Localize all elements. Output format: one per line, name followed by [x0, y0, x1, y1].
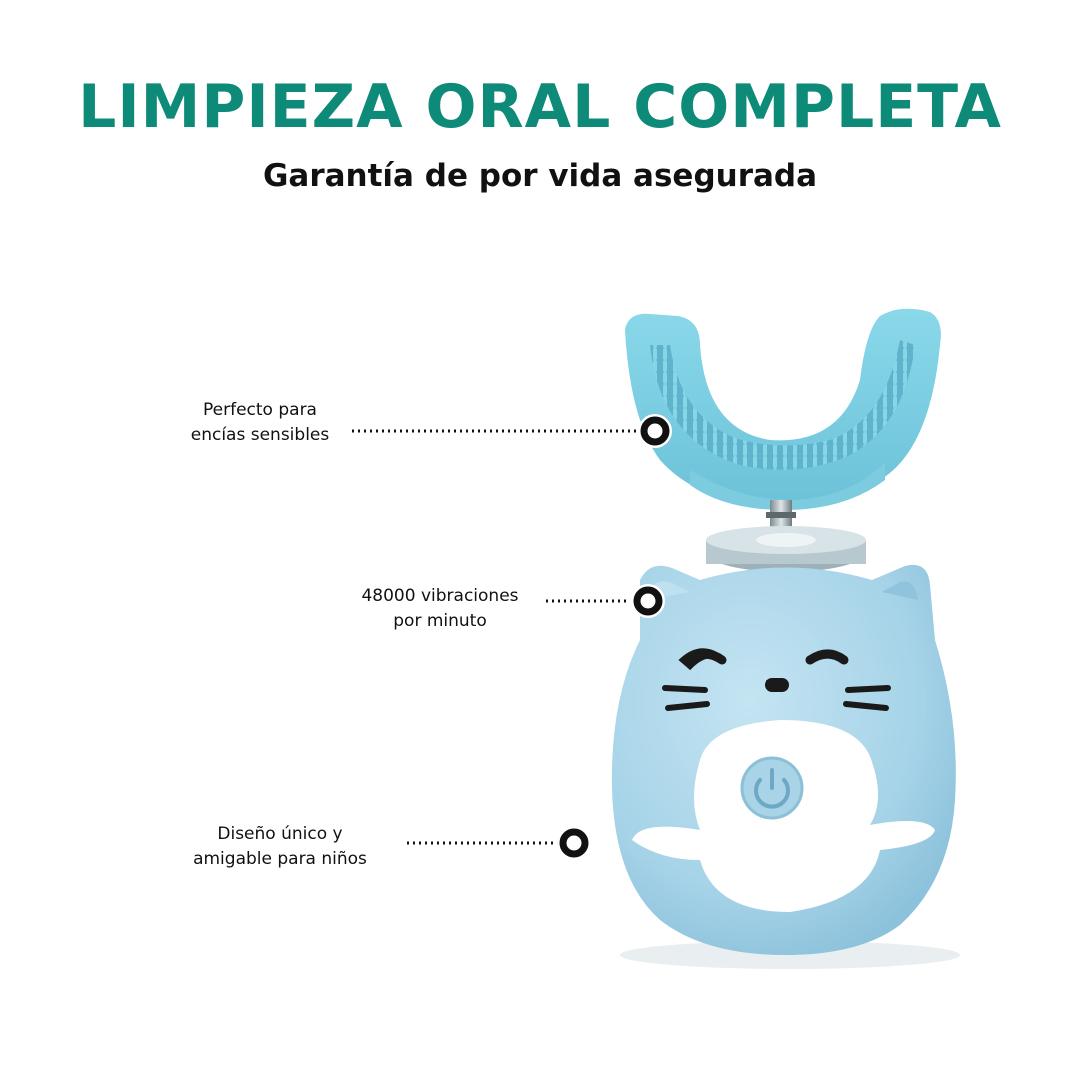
callout-line: 48000 vibraciones	[361, 586, 519, 606]
body-shadow	[620, 941, 960, 969]
callout-line: Diseño único y	[217, 824, 343, 844]
circle-marker-icon	[638, 414, 672, 448]
page-title: LIMPIEZA ORAL COMPLETA	[78, 72, 1002, 142]
callout-kid-design: Diseño único y amigable para niños	[160, 822, 400, 872]
body-collar	[706, 526, 866, 572]
u-brush-head	[625, 308, 941, 510]
callout-line: encías sensibles	[190, 425, 330, 445]
circle-marker-icon	[557, 826, 591, 860]
callout-line: Perfecto para	[203, 400, 317, 420]
power-icon[interactable]	[740, 756, 804, 820]
cat-face	[662, 648, 891, 711]
circle-marker-icon	[631, 584, 665, 618]
page-subtitle: Garantía de por vida asegurada	[262, 158, 818, 194]
callout-line: amigable para niños	[193, 849, 367, 869]
callout-sensitive-gums: Perfecto para encías sensibles	[160, 398, 360, 448]
callout-vibrations: 48000 vibraciones por minuto	[335, 584, 545, 634]
callout-line: por minuto	[393, 611, 487, 631]
